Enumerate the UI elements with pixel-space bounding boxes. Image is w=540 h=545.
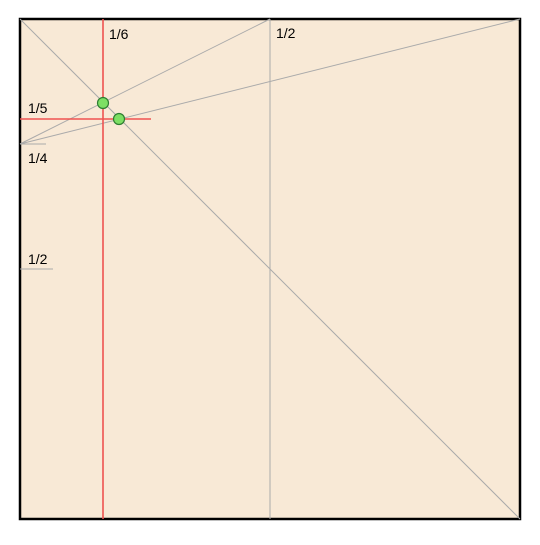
- label-top-sixth: 1/6: [109, 26, 129, 42]
- upper-slant-line: [19, 18, 271, 145]
- intersection-point-sixth: [96, 96, 110, 110]
- label-left-quarter: 1/4: [28, 150, 48, 166]
- label-top-half: 1/2: [276, 25, 296, 41]
- label-left-half: 1/2: [28, 251, 48, 267]
- intersection-point-fifth: [112, 112, 126, 126]
- label-left-fifth: 1/5: [28, 100, 48, 116]
